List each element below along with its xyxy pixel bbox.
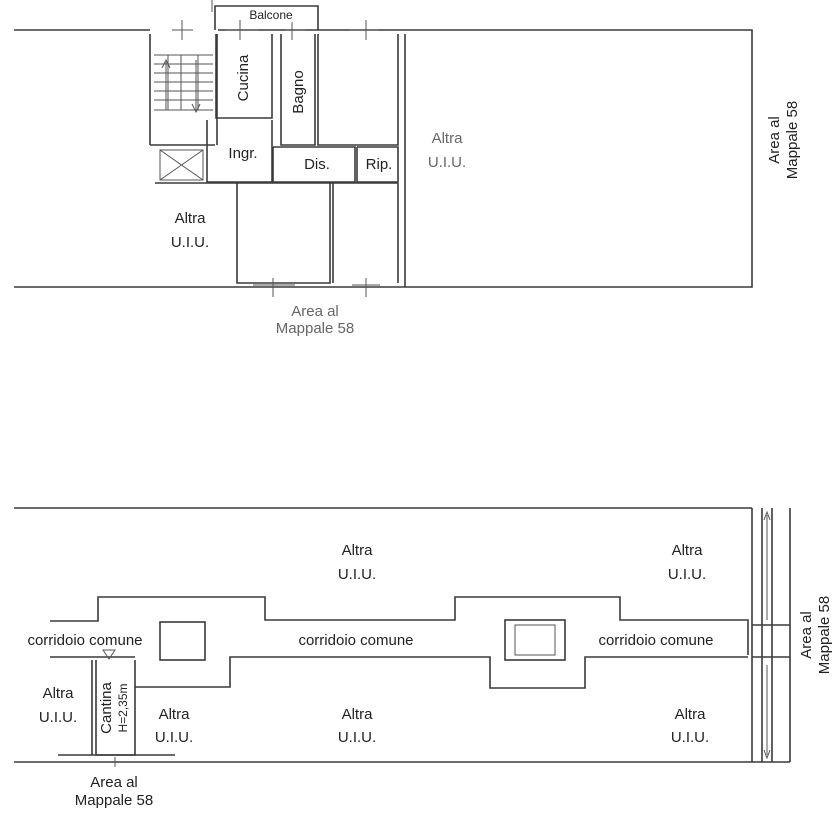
other-unit-label: U.I.U. [428, 154, 466, 171]
storage-room [356, 146, 399, 183]
stairs-icon [154, 54, 213, 114]
kitchen-label: Cucina [235, 54, 252, 101]
other-unit-label: U.I.U. [338, 729, 376, 746]
area-label: Area al [291, 303, 339, 320]
bathroom-room [280, 34, 316, 146]
other-unit-label: U.I.U. [668, 566, 706, 583]
hall-room [272, 146, 356, 183]
cellar-label: Cantina [98, 681, 115, 733]
cellar-height-label: H=2,35m [116, 683, 130, 732]
other-unit-label: U.I.U. [39, 709, 77, 726]
window-marks [172, 20, 380, 297]
stairwell [149, 34, 218, 146]
area-label: Mappale 58 [75, 792, 153, 809]
other-unit-label: Altra [672, 542, 704, 559]
hall-label: Dis. [304, 156, 330, 173]
bathroom-label: Bagno [290, 70, 307, 113]
corridor-label: corridoio comune [598, 632, 713, 649]
other-unit-label: Altra [675, 706, 707, 723]
right-wall [751, 508, 791, 762]
balcony-label: Balcone [249, 8, 293, 22]
other-unit-label: U.I.U. [155, 729, 193, 746]
outer-wall [14, 507, 790, 763]
other-unit-label: Altra [43, 685, 75, 702]
area-label: Mappale 58 [816, 596, 833, 674]
other-unit-label: U.I.U. [338, 566, 376, 583]
other-unit-label: Altra [175, 210, 207, 227]
area-label: Area al [90, 774, 138, 791]
top-plan: Balcone Cucina Bagno Ingr. Dis. Rip. Alt… [14, 0, 801, 337]
corridor-label: corridoio comune [298, 632, 413, 649]
other-unit-label: Altra [342, 706, 374, 723]
storage-label: Rip. [366, 156, 393, 173]
access-arrow-icon [102, 649, 116, 660]
other-unit-label: Altra [159, 706, 191, 723]
elevator-icon [159, 149, 204, 181]
other-unit-label: Altra [432, 130, 464, 147]
other-unit-label: U.I.U. [671, 729, 709, 746]
shaft [159, 621, 206, 661]
stairs-icon [763, 510, 771, 760]
area-label: Mappale 58 [784, 101, 801, 179]
room [317, 34, 399, 146]
area-label: Area al [798, 611, 815, 659]
corridor-upper-wall [50, 596, 749, 655]
other-unit-label: U.I.U. [171, 234, 209, 251]
corridor-label: corridoio comune [27, 632, 142, 649]
entrance-room [206, 120, 273, 183]
other-unit-label: Altra [342, 542, 374, 559]
bottom-plan: Altra U.I.U. Altra U.I.U. Altra U.I.U. A… [14, 507, 833, 809]
corridor-lower-wall [50, 656, 748, 689]
shaft [504, 619, 566, 661]
kitchen-room [215, 34, 273, 119]
bedrooms [155, 182, 399, 284]
entrance-label: Ingr. [228, 145, 257, 162]
area-label: Mappale 58 [276, 320, 354, 337]
area-label: Area al [766, 116, 783, 164]
balcony-outline [214, 5, 319, 30]
